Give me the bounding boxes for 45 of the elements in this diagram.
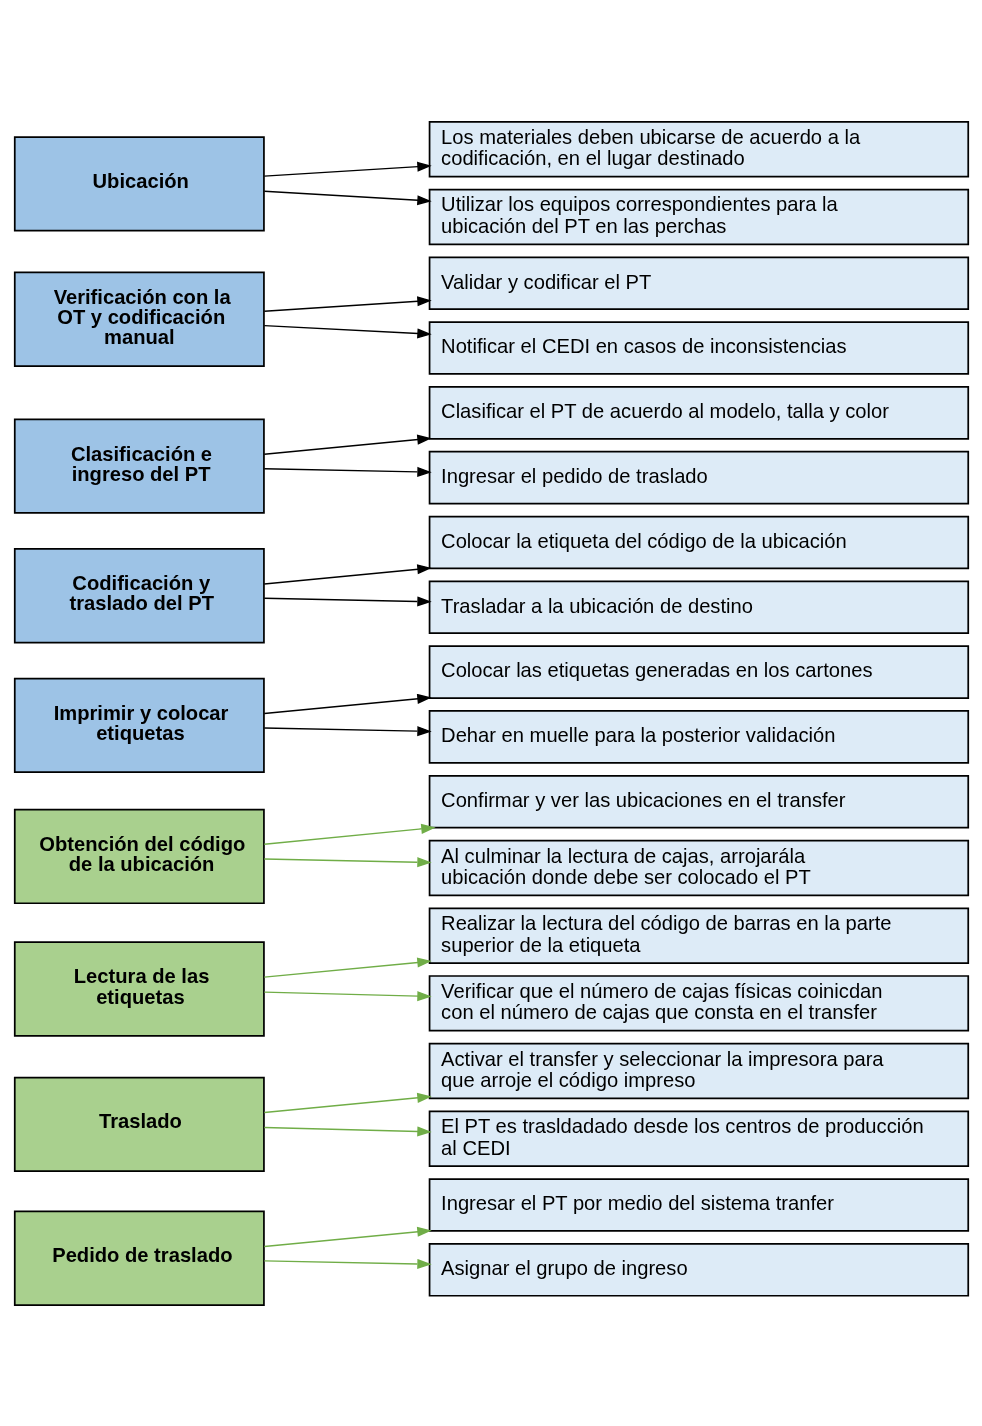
arrow (263, 324, 432, 339)
node-box: Realizar la lectura del código de barras en la parte superior de la etiqueta (428, 906, 969, 964)
node-box: Asignar el grupo de ingreso (428, 1242, 969, 1297)
node-box: Activar el transfer y seleccionar la impresora para que arroje el código impreso (428, 1042, 969, 1099)
node-box: Al culminar la lectura de cajas, arrojarála ubicación donde debe ser colocado el PT (428, 839, 969, 896)
node-box: Verificación con la OT y codificación manual (13, 271, 265, 367)
node-box: Imprimir y colocar etiquetas (13, 677, 265, 773)
arrow (263, 1226, 432, 1247)
arrow (263, 1258, 432, 1269)
arrow (263, 1092, 432, 1113)
node-box: Ubicación (13, 135, 265, 231)
node-box: Utilizar los equipos correspondientes para la ubicación del PT en las perchas (428, 188, 969, 245)
arrow (263, 466, 432, 477)
arrow (263, 189, 432, 205)
node-box: Pedido de traslado (13, 1210, 265, 1306)
arrow (263, 563, 432, 585)
arrow (263, 434, 432, 455)
node-box: Dehar en muelle para la posterior validación (428, 709, 969, 764)
node-box: Confirmar y ver las ubicaciones en el transfer (428, 774, 969, 828)
node-box: Colocar las etiquetas generadas en los cartones (428, 644, 969, 699)
arrow (263, 295, 432, 312)
arrow (263, 1125, 432, 1137)
arrow (263, 161, 432, 177)
node-box: Clasificación e ingreso del PT (13, 417, 265, 514)
node-box: Ingresar el pedido de traslado (428, 450, 969, 504)
arrow (263, 956, 432, 978)
node-box: El PT es trasldadado desde los centros de producción al CEDI (428, 1110, 969, 1167)
arrow (263, 693, 432, 714)
node-box: Lectura de las etiquetas (13, 940, 265, 1037)
arrow (263, 595, 432, 606)
node-box: Validar y codificar el PT (428, 255, 969, 310)
arrow (263, 990, 432, 1001)
arrow (263, 823, 436, 845)
node-box: Ingresar el PT por medio del sistema tranfer (428, 1177, 969, 1232)
node-box: Traslado (13, 1076, 265, 1172)
arrow (263, 725, 432, 736)
node-box: Colocar la etiqueta del código de la ubicación (428, 515, 969, 569)
node-box: Notificar el CEDI en casos de inconsistencias (428, 320, 969, 375)
arrow (263, 856, 432, 867)
node-box: Clasificar el PT de acuerdo al modelo, talla y color (428, 385, 969, 440)
node-box: Trasladar a la ubicación de destino (428, 580, 969, 634)
node-box: Los materiales deben ubicarse de acuerdo a la codificación, en el lugar destinado (428, 120, 969, 177)
node-box: Obtención del código de la ubicación (13, 808, 265, 904)
node-box: Verificar que el número de cajas físicas coinicdan con el número de cajas que consta en el transfer (428, 974, 969, 1032)
node-box: Codificación y traslado del PT (13, 547, 265, 643)
